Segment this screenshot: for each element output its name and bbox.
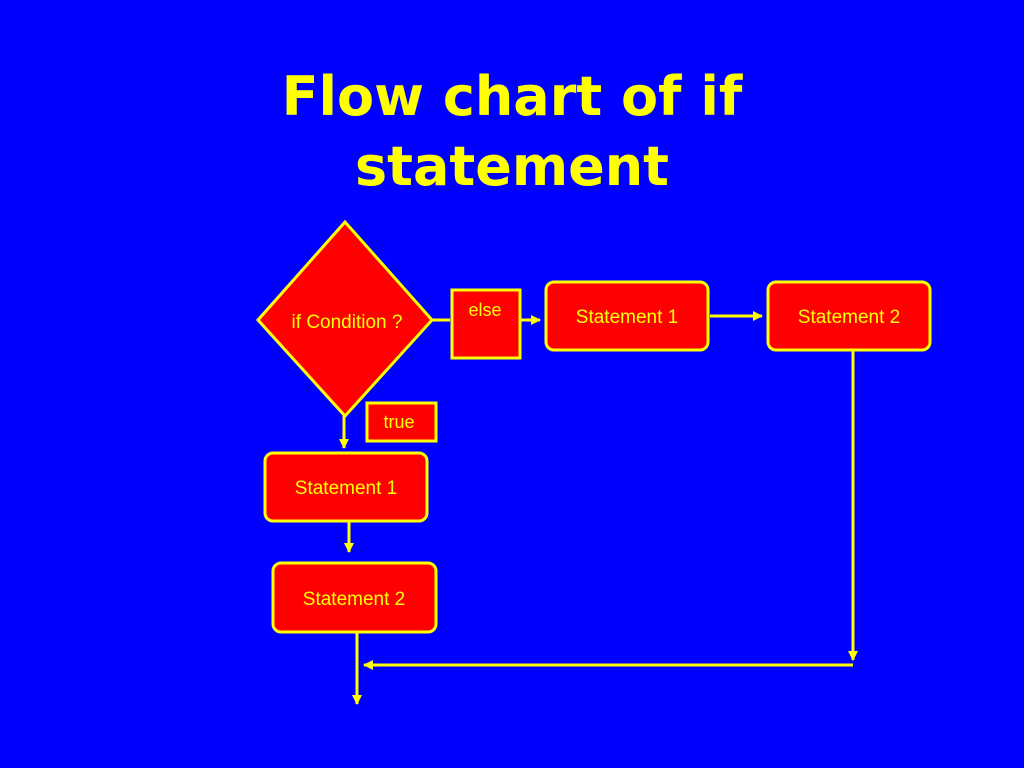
true-statement2-node: Statement 2: [271, 561, 438, 634]
title-line-1: Flow chart of if: [281, 65, 743, 128]
else-label: else: [468, 300, 501, 320]
title-line-2: statement: [355, 135, 669, 198]
condition-label: if Condition ?: [292, 312, 403, 333]
condition-diamond: [255, 219, 435, 419]
else-statement1-node: Statement 1: [544, 280, 710, 352]
else-tag: else: [450, 288, 522, 360]
true-statement2-label: Statement 2: [303, 589, 405, 610]
condition-node: if Condition ?: [255, 219, 435, 419]
else-statement2-box: [766, 280, 932, 352]
else-statement2-node: Statement 2: [766, 280, 932, 352]
true-statement1-box: [263, 451, 429, 523]
true-statement1-label: Statement 1: [295, 478, 397, 499]
else-statement2-label: Statement 2: [798, 307, 900, 328]
slide-title: Flow chart of if statement: [0, 62, 1024, 202]
else-statement1-label: Statement 1: [576, 307, 678, 328]
true-statement2-box: [271, 561, 438, 634]
true-tag-box: [365, 401, 438, 443]
true-statement1-node: Statement 1: [263, 451, 429, 523]
true-label: true: [383, 412, 414, 432]
else-tag-box: [450, 288, 522, 360]
connectors: [339, 311, 858, 705]
else-statement1-box: [544, 280, 710, 352]
true-tag: true: [365, 401, 438, 443]
